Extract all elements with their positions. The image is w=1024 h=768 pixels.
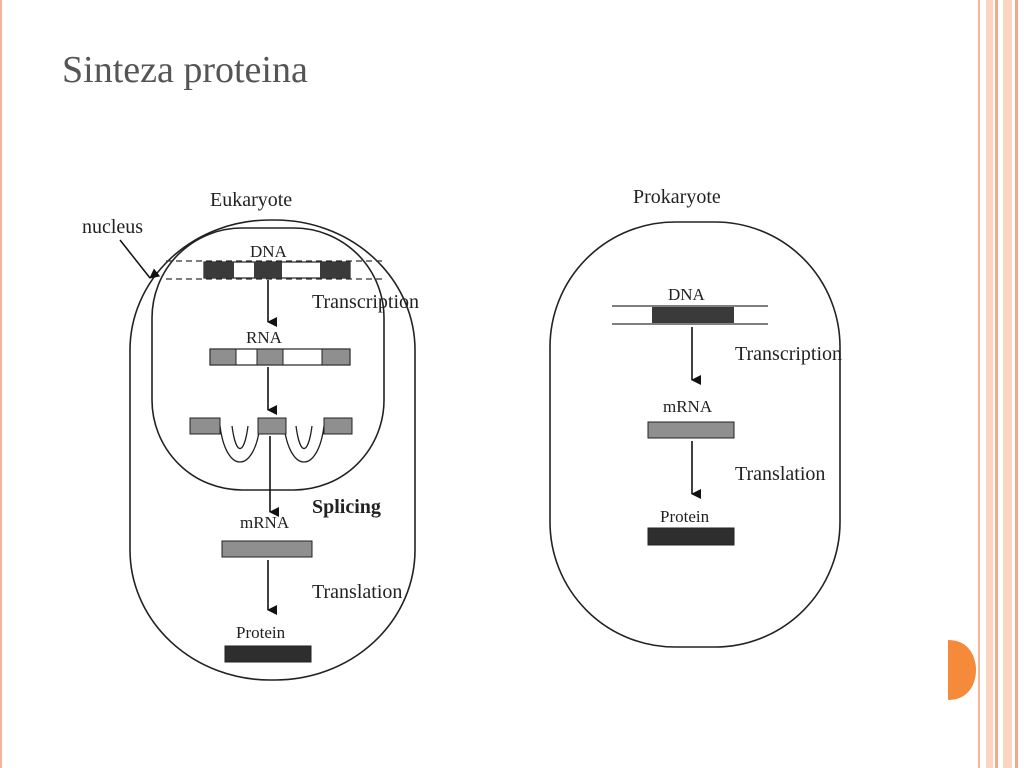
mrna-bar: [221, 540, 313, 558]
rna-exon: [209, 348, 237, 366]
spliced-exon: [189, 417, 221, 435]
decorative-border-stripe: [1003, 0, 1012, 768]
page-title: Sinteza proteina: [62, 49, 308, 91]
spliced-exon: [323, 417, 353, 435]
decorative-border-stripe: [995, 0, 998, 768]
dna-label: DNA: [250, 242, 288, 261]
spliced-exon: [257, 417, 287, 435]
prokaryote-cell-membrane: [549, 221, 841, 648]
eukaryote-cell-membrane: [129, 219, 416, 681]
splicing-intron-loops: [189, 417, 353, 463]
mrna-label: mRNA: [663, 397, 713, 416]
mrna-label: mRNA: [240, 513, 290, 532]
splicing-label: Splicing: [312, 496, 381, 518]
pre-mrna-bar: [209, 348, 351, 366]
eukaryote-cell-diagram: Eukaryote nucleus DNA Transcription RNA: [82, 189, 419, 681]
rna-exon: [321, 348, 351, 366]
transcription-label: Transcription: [312, 291, 419, 313]
translation-label: Translation: [312, 581, 402, 603]
protein-label: Protein: [660, 507, 710, 526]
protein-label: Protein: [236, 623, 286, 642]
dna-exon: [320, 262, 350, 278]
rna-label: RNA: [246, 328, 283, 347]
protein-bar: [647, 527, 735, 546]
slide-nav-marker-icon[interactable]: [948, 640, 976, 700]
decorative-border-stripe: [1015, 0, 1018, 768]
nucleus-pointer-arrow: [119, 239, 161, 279]
dna-exon: [204, 262, 234, 278]
mrna-bar: [647, 421, 735, 439]
dna-label: DNA: [668, 285, 706, 304]
eukaryote-title: Eukaryote: [210, 189, 292, 211]
translation-label: Translation: [735, 463, 825, 485]
dna-gene-bar: [652, 307, 734, 323]
left-frame-line: [0, 0, 2, 768]
nucleus-membrane: [151, 227, 385, 491]
prokaryote-title: Prokaryote: [633, 186, 721, 208]
prokaryote-cell-diagram: Prokaryote DNA Transcription mRNA Transl…: [549, 186, 842, 648]
dna-exon: [254, 262, 282, 278]
dna-gene-bar: [203, 261, 351, 279]
transcription-label: Transcription: [735, 343, 842, 365]
rna-exon: [256, 348, 284, 366]
decorative-border-stripe: [978, 0, 980, 768]
decorative-border-stripe: [986, 0, 993, 768]
nucleus-label: nucleus: [82, 216, 143, 238]
protein-bar: [224, 645, 312, 663]
